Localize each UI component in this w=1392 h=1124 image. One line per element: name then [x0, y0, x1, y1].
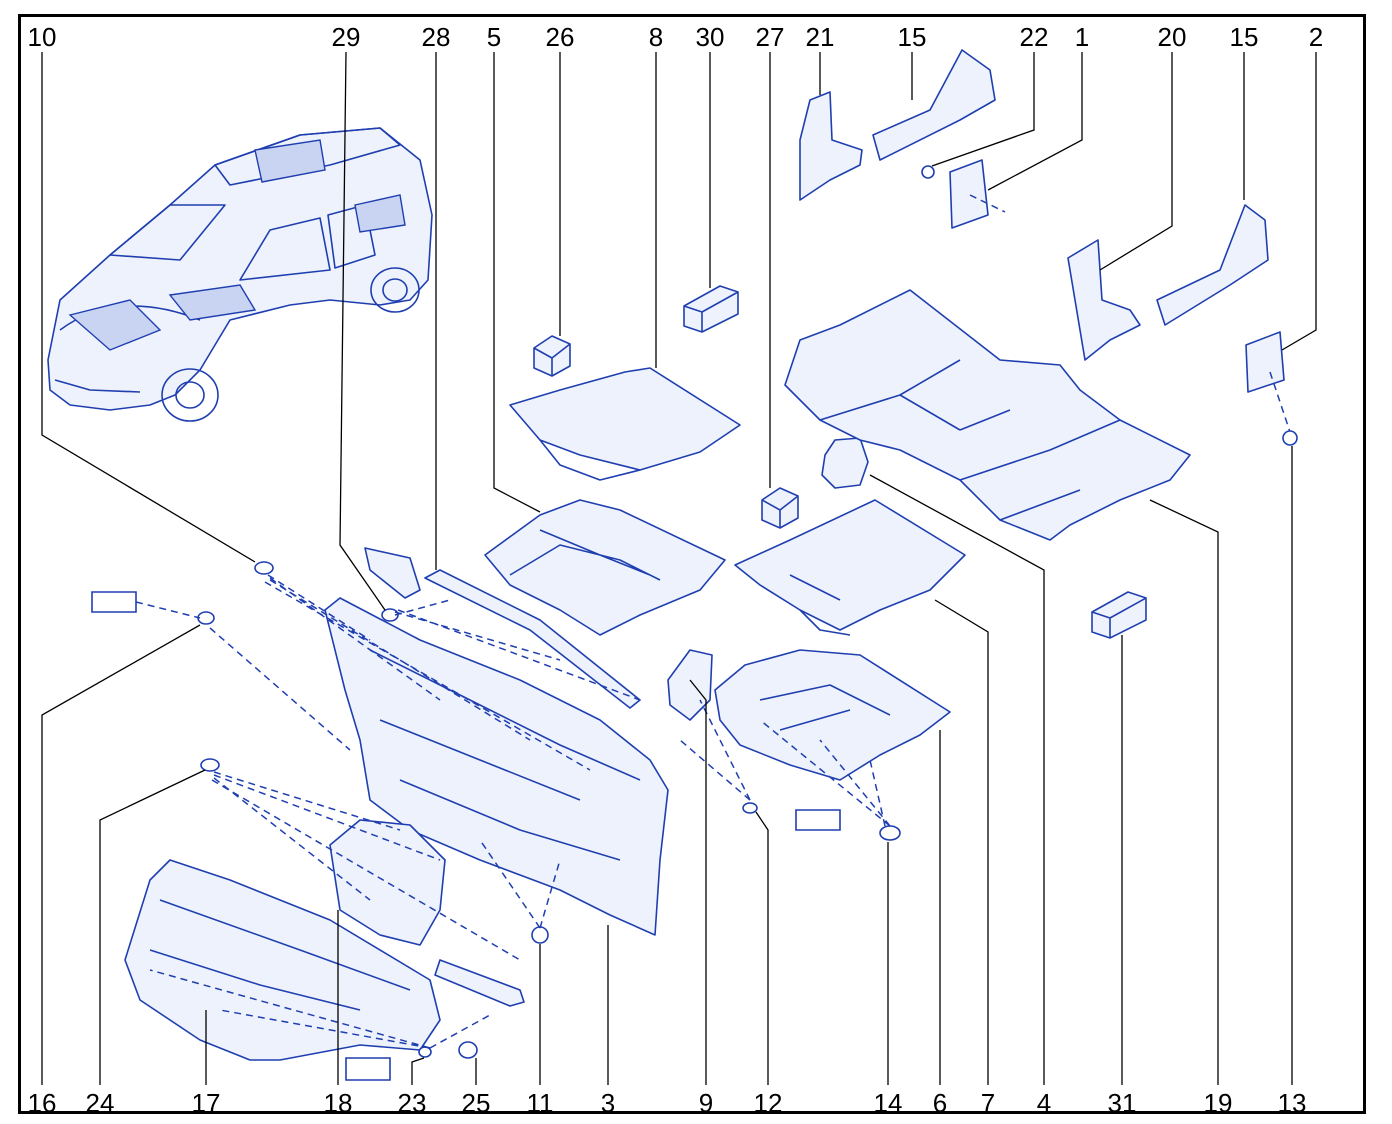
- assembly-lines: [135, 574, 891, 1049]
- part-2: [1245, 331, 1298, 446]
- callout-label: 13: [1277, 1088, 1307, 1118]
- callout-label: 27: [755, 22, 785, 52]
- fasteners: [91, 561, 901, 1081]
- callout-label: 23: [397, 1088, 427, 1118]
- part-30: [683, 285, 739, 333]
- callout-label: 31: [1107, 1088, 1137, 1118]
- part-26: [533, 335, 571, 377]
- callout-label: 6: [932, 1088, 948, 1118]
- callout-label: 5: [486, 22, 502, 52]
- callout-label: 18: [323, 1088, 353, 1118]
- part-4: [821, 437, 869, 489]
- part-20: [1067, 239, 1141, 361]
- part-15-upper: [872, 49, 996, 161]
- callout-label: 26: [545, 22, 575, 52]
- callout-label: 22: [1019, 22, 1049, 52]
- callout-label: 19: [1203, 1088, 1233, 1118]
- callout-label: 10: [27, 22, 57, 52]
- part-6: [714, 649, 951, 781]
- callout-label: 1: [1074, 22, 1090, 52]
- callout-label: 8: [648, 22, 664, 52]
- part-15-lower: [1156, 204, 1269, 326]
- callout-label: 25: [461, 1088, 491, 1118]
- callout-label: 14: [873, 1088, 903, 1118]
- callout-label: 11: [526, 1088, 554, 1118]
- part-8: [509, 367, 741, 481]
- callout-label: 7: [980, 1088, 996, 1118]
- part-17: [124, 859, 441, 1061]
- callout-label: 16: [27, 1088, 57, 1118]
- part-1: [921, 159, 1006, 229]
- vehicle-illustration: [47, 127, 433, 422]
- callout-label: 24: [85, 1088, 115, 1118]
- part-19: [784, 289, 1191, 541]
- part-7: [734, 499, 966, 636]
- part-5: [484, 499, 726, 636]
- part-27: [761, 487, 799, 529]
- leader-lines: [41, 51, 1317, 1085]
- diagram-frame: [18, 14, 1366, 1114]
- callout-label: 15: [1229, 22, 1259, 52]
- callout-label: 30: [695, 22, 725, 52]
- callout-label: 4: [1036, 1088, 1052, 1118]
- part-21: [799, 91, 863, 201]
- callout-label: 12: [753, 1088, 783, 1118]
- callout-label: 17: [191, 1088, 221, 1118]
- callout-label: 15: [897, 22, 927, 52]
- callout-label: 9: [698, 1088, 714, 1118]
- part-31: [1091, 591, 1147, 639]
- part-29: [364, 547, 421, 599]
- callout-label: 29: [331, 22, 361, 52]
- part-18-strip: [434, 959, 525, 1007]
- callout-label: 28: [421, 22, 451, 52]
- callout-label: 3: [600, 1088, 616, 1118]
- callout-label: 2: [1308, 22, 1324, 52]
- part-3: [324, 597, 669, 936]
- callout-label: 20: [1157, 22, 1187, 52]
- callout-label: 21: [805, 22, 835, 52]
